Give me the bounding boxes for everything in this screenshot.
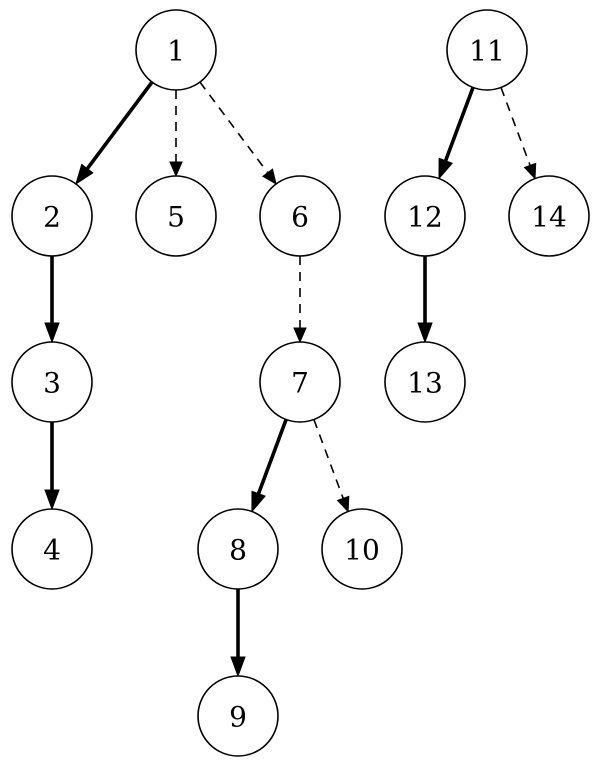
node-label-10: 10	[344, 534, 380, 567]
edge-line-1-6	[199, 81, 269, 174]
node-label-3: 3	[43, 367, 61, 400]
edge-11-to-12	[438, 86, 475, 180]
edge-3-to-4	[44, 422, 60, 511]
node-label-9: 9	[229, 701, 247, 734]
edge-2-to-3	[44, 256, 60, 344]
edge-8-to-9	[230, 589, 246, 678]
node-label-5: 5	[167, 201, 185, 234]
node-label-14: 14	[531, 201, 567, 234]
arrowhead-7-10	[336, 495, 350, 513]
node-circle-10	[321, 508, 403, 590]
edge-line-11-12	[443, 86, 475, 162]
edge-11-to-14	[500, 87, 537, 180]
node-14: 14	[508, 175, 590, 257]
node-label-2: 2	[43, 201, 61, 234]
node-5: 5	[135, 175, 217, 257]
node-label-4: 4	[43, 534, 61, 567]
node-13: 13	[384, 341, 466, 423]
arrowhead-8-9	[230, 656, 246, 678]
node-8: 8	[197, 508, 279, 590]
edge-line-1-2	[85, 80, 154, 170]
node-1: 1	[135, 9, 217, 91]
arrowhead-11-12	[438, 157, 454, 180]
arrowhead-1-2	[75, 163, 94, 186]
node-label-11: 11	[469, 35, 505, 68]
node-label-7: 7	[291, 367, 309, 400]
arrowhead-12-13	[417, 322, 433, 344]
node-12: 12	[384, 175, 466, 257]
node-label-6: 6	[291, 201, 309, 234]
node-label-12: 12	[407, 201, 443, 234]
node-label-13: 13	[407, 367, 443, 400]
node-9: 9	[197, 675, 279, 757]
arrowhead-1-6	[261, 168, 277, 186]
edges	[44, 80, 537, 678]
node-circle-2	[11, 175, 93, 257]
node-6: 6	[259, 175, 341, 257]
edge-7-to-8	[251, 418, 288, 513]
node-circle-4	[11, 508, 93, 590]
node-circle-3	[11, 341, 93, 423]
node-7: 7	[259, 341, 341, 423]
node-label-1: 1	[167, 35, 185, 68]
arrowhead-11-14	[523, 162, 537, 180]
arrowhead-1-5	[169, 161, 183, 178]
arrowhead-6-7	[293, 327, 307, 344]
node-circle-9	[197, 675, 279, 757]
edge-6-to-7	[293, 256, 307, 344]
node-circle-12	[384, 175, 466, 257]
arrowhead-2-3	[44, 322, 60, 344]
node-circle-8	[197, 508, 279, 590]
node-3: 3	[11, 341, 93, 423]
edge-1-to-6	[199, 81, 277, 186]
edge-line-7-8	[256, 418, 288, 495]
node-2: 2	[11, 175, 93, 257]
node-circle-7	[259, 341, 341, 423]
node-11: 11	[446, 9, 528, 91]
node-label-8: 8	[229, 534, 247, 567]
edge-line-11-14	[500, 87, 531, 166]
edge-7-to-10	[313, 419, 350, 513]
node-10: 10	[321, 508, 403, 590]
node-circle-13	[384, 341, 466, 423]
node-circle-6	[259, 175, 341, 257]
node-4: 4	[11, 508, 93, 590]
edge-1-to-2	[75, 80, 154, 186]
node-circle-11	[446, 9, 528, 91]
node-circle-14	[508, 175, 590, 257]
edge-12-to-13	[417, 256, 433, 344]
edge-1-to-5	[169, 90, 183, 178]
node-circle-1	[135, 9, 217, 91]
edge-line-7-10	[313, 419, 344, 499]
node-circle-5	[135, 175, 217, 257]
arrowhead-7-8	[251, 490, 266, 513]
arrowhead-3-4	[44, 489, 60, 511]
